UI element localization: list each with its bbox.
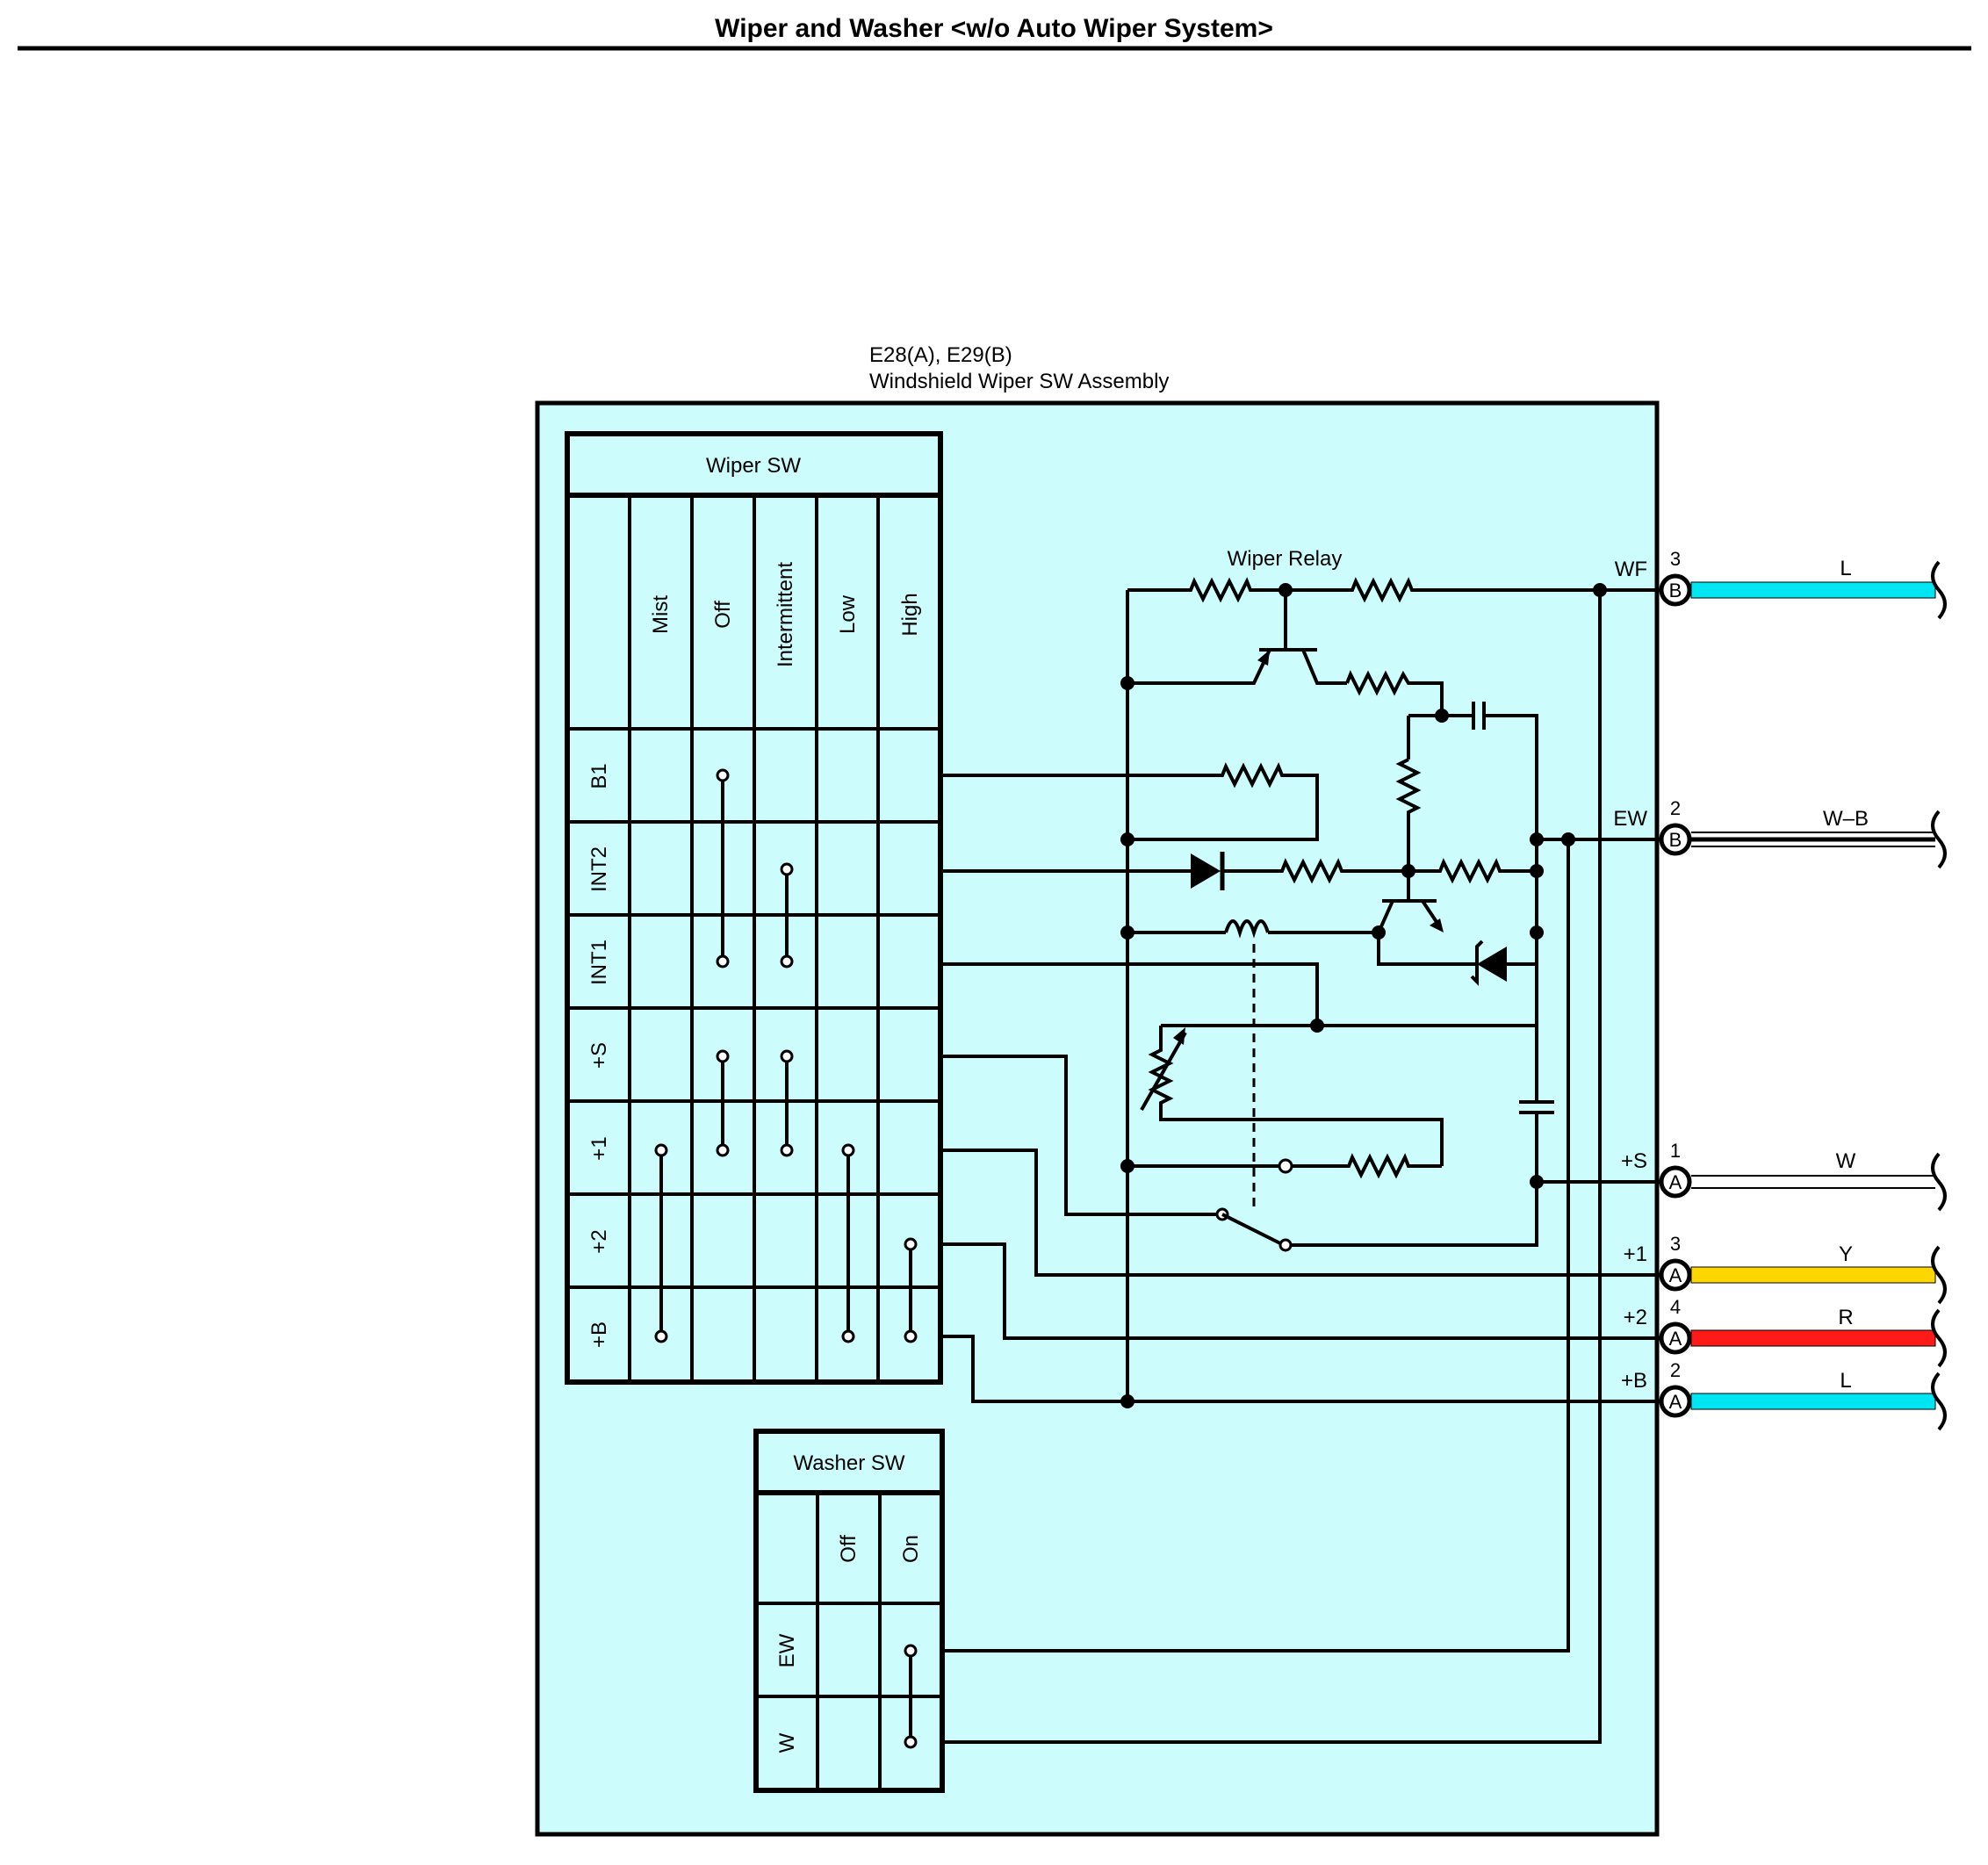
- connector-codes: E28(A), E29(B): [869, 343, 1012, 367]
- wiper-switch-continuity: [654, 768, 918, 1343]
- pin-plus-b-name: +B: [1621, 1369, 1647, 1393]
- pin-plus-1-number: 3: [1670, 1233, 1681, 1255]
- pin-plus-s-connector: A: [1669, 1171, 1682, 1193]
- wire-plus-b: [1690, 1393, 1936, 1410]
- relay-circuit: [940, 577, 1675, 1744]
- wiper-relay-label: Wiper Relay: [1228, 547, 1343, 571]
- pin-wf-name: WF: [1615, 558, 1647, 581]
- wiper-switch-table: [565, 431, 943, 1385]
- wire-plus-b-color-code: L: [1840, 1369, 1851, 1393]
- wiper-terminal-plus-1: +1: [587, 1136, 611, 1160]
- pin-plus-1: A 3 +1 Y: [1624, 1233, 1947, 1305]
- wiper-terminal-plus-b: +B: [587, 1321, 611, 1348]
- wiper-sw-title: Wiper SW: [706, 454, 801, 478]
- washer-terminal-ew: EW: [775, 1633, 799, 1667]
- pin-plus-b: A 2 +B L: [1621, 1359, 1947, 1431]
- wiper-position-high: High: [898, 593, 922, 636]
- pin-plus-s-name: +S: [1621, 1149, 1647, 1173]
- wire-ew-color-code: W–B: [1823, 807, 1869, 831]
- assembly-name: Windshield Wiper SW Assembly: [869, 370, 1169, 393]
- wire-wf: [1690, 581, 1936, 599]
- pin-wf-connector: B: [1669, 580, 1682, 601]
- pin-plus-2-connector: A: [1669, 1328, 1682, 1350]
- pin-plus-b-number: 2: [1670, 1359, 1681, 1381]
- wiper-position-off: Off: [711, 601, 735, 629]
- pin-wf-number: 3: [1670, 548, 1681, 570]
- wire-plus-1: [1690, 1266, 1936, 1284]
- wiper-terminal-int1: INT1: [587, 940, 611, 985]
- pin-wf: B 3 WF L: [1615, 548, 1947, 620]
- pin-ew-connector: B: [1669, 829, 1682, 851]
- wire-wf-color-code: L: [1840, 557, 1851, 580]
- pin-ew-name: EW: [1613, 807, 1647, 831]
- pin-ew-number: 2: [1670, 797, 1681, 819]
- washer-terminal-w: W: [775, 1732, 799, 1753]
- washer-switch-table: [753, 1429, 945, 1793]
- wiper-terminal-plus-2: +2: [587, 1229, 611, 1253]
- washer-position-on: On: [899, 1535, 923, 1563]
- pin-plus-1-connector: A: [1669, 1264, 1682, 1286]
- wiper-terminal-b1: B1: [587, 763, 611, 788]
- wire-plus-2: [1690, 1329, 1936, 1347]
- wiper-terminal-plus-s: +S: [587, 1042, 611, 1069]
- diagram-title: Wiper and Washer <w/o Auto Wiper System>: [715, 14, 1273, 43]
- pin-plus-2: A 4 +2 R: [1624, 1296, 1947, 1368]
- wiper-position-intermittent: Intermittent: [774, 562, 797, 667]
- pin-plus-b-connector: A: [1669, 1391, 1682, 1413]
- pin-plus-s: A 1 +S W: [1621, 1140, 1947, 1212]
- wiper-position-mist: Mist: [649, 595, 673, 634]
- washer-position-off: Off: [837, 1535, 861, 1563]
- wiper-terminal-int2: INT2: [587, 846, 611, 892]
- pin-plus-2-number: 4: [1670, 1296, 1681, 1318]
- pin-plus-1-name: +1: [1624, 1242, 1647, 1266]
- wire-plus-2-color-code: R: [1838, 1306, 1853, 1329]
- pin-plus-s-number: 1: [1670, 1140, 1681, 1162]
- pin-plus-2-name: +2: [1624, 1306, 1647, 1329]
- wiper-position-low: Low: [836, 594, 860, 634]
- washer-sw-title: Washer SW: [793, 1451, 904, 1475]
- wire-plus-s-color-code: W: [1836, 1149, 1856, 1173]
- wire-plus-1-color-code: Y: [1839, 1242, 1853, 1266]
- pin-ew: B 2 EW W–B: [1613, 797, 1947, 869]
